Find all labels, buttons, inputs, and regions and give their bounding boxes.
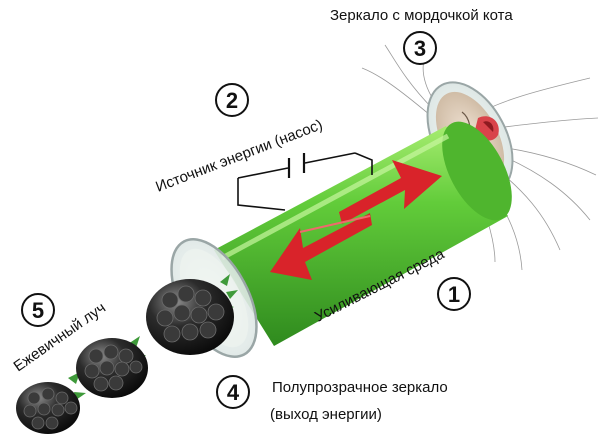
- label-semi-mirror-line1: Полупрозрачное зеркало: [272, 379, 448, 396]
- svg-text:4: 4: [227, 380, 240, 405]
- blackberry-icon: [146, 279, 234, 355]
- battery-symbol-icon: [287, 153, 306, 178]
- marker-1: 1: [437, 277, 471, 311]
- energy-source-circuit: [237, 152, 373, 211]
- blackberry-icon: [16, 382, 80, 434]
- label-semi-mirror-line2: (выход энергии): [270, 406, 382, 423]
- svg-text:5: 5: [32, 298, 44, 323]
- marker-3: 3: [403, 31, 437, 65]
- blackberry-icon: [76, 338, 148, 398]
- marker-5: 5: [21, 293, 55, 327]
- label-mirror-cat: Зеркало с мордочкой кота: [330, 7, 513, 24]
- double-arrow-icon: [270, 160, 442, 280]
- svg-text:1: 1: [448, 282, 460, 307]
- marker-2: 2: [215, 83, 249, 117]
- label-energy-source: Источник энергии (насос): [153, 116, 325, 195]
- marker-4: 4: [216, 375, 250, 409]
- svg-text:3: 3: [414, 36, 426, 61]
- svg-text:2: 2: [226, 88, 238, 113]
